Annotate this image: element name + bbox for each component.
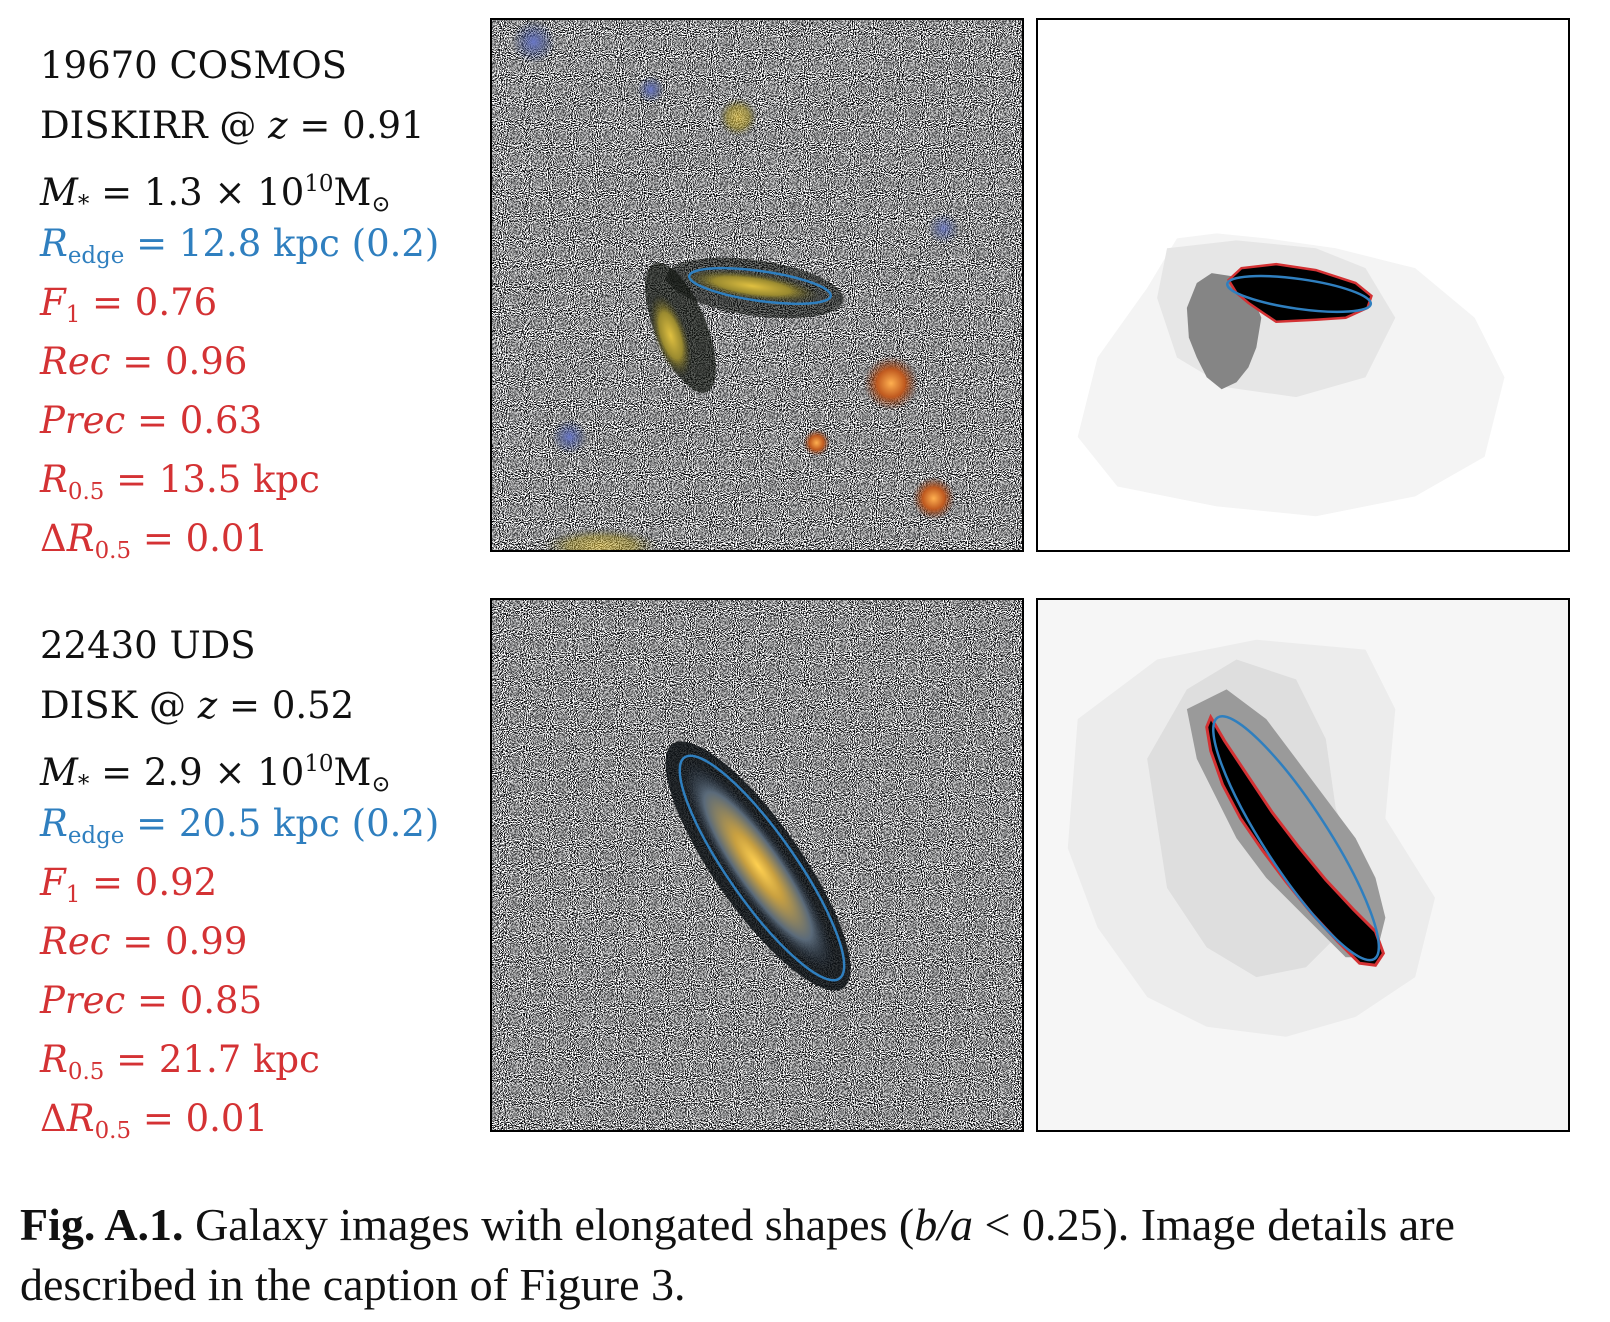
galaxy-image-1	[490, 18, 1024, 552]
galaxy-image-svg-2	[492, 600, 1022, 1130]
prec-symbol: Prec	[40, 399, 126, 442]
rec-value: = 0.99	[110, 920, 248, 963]
caption-ratio: b/a	[914, 1199, 974, 1250]
dr05-symbol: R	[66, 1097, 95, 1140]
galaxy-image-2	[490, 598, 1024, 1132]
dr05-symbol: R	[66, 517, 95, 560]
z-symbol: z	[197, 684, 218, 727]
prec-value: = 0.63	[125, 399, 263, 442]
mass-unit-sub: ⊙	[371, 191, 391, 218]
r05-symbol: R	[40, 458, 68, 501]
figure-row-1: 19670 COSMOS DISKIRR @ z = 0.91 M* = 1.3…	[0, 18, 1610, 578]
z-value: = 0.52	[217, 684, 355, 727]
prec-value: = 0.85	[125, 979, 263, 1022]
redge-value: = 20.5 kpc (0.2)	[124, 802, 440, 845]
redge-symbol: R	[40, 222, 68, 265]
redge-value: = 12.8 kpc (0.2)	[124, 222, 440, 265]
r05-sub: 0.5	[67, 478, 105, 505]
figure-caption: Fig. A.1. Galaxy images with elongated s…	[20, 1195, 1590, 1315]
segmentation-map-1	[1036, 18, 1570, 552]
rec-value: = 0.96	[110, 340, 248, 383]
f1-sub: 1	[65, 881, 81, 908]
mass-sub: *	[77, 191, 90, 218]
f1-score: F1 = 0.92	[40, 853, 490, 912]
galaxy-image-svg-1	[492, 20, 1022, 550]
galaxy-info-2: 22430 UDS DISK @ z = 0.52 M* = 2.9 × 101…	[40, 616, 490, 1148]
mass-unit-sub: ⊙	[371, 771, 391, 798]
dr05-value: = 0.01	[131, 517, 268, 560]
delta-symbol: Δ	[40, 517, 67, 560]
galaxy-id: 19670 COSMOS	[40, 44, 348, 87]
prec-symbol: Prec	[40, 979, 126, 1022]
predicted-contour-1	[1226, 262, 1373, 323]
type-label: DISKIRR @	[40, 104, 269, 147]
r05-value: = 21.7 kpc	[104, 1038, 320, 1081]
mass-exponent: 10	[304, 171, 334, 197]
f1-symbol: F	[40, 281, 66, 324]
r05-value: = 13.5 kpc	[104, 458, 320, 501]
r-half: R0.5 = 21.7 kpc	[40, 1030, 490, 1089]
z-value: = 0.91	[287, 104, 425, 147]
dr05-sub: 0.5	[94, 1117, 132, 1144]
caption-label: Fig. A.1.	[20, 1199, 184, 1250]
r-half: R0.5 = 13.5 kpc	[40, 450, 490, 509]
dr05-sub: 0.5	[94, 537, 132, 564]
dr05-value: = 0.01	[131, 1097, 268, 1140]
edge-ellipse-2	[678, 754, 846, 982]
redge-symbol: R	[40, 802, 68, 845]
stellar-mass: M* = 2.9 × 1010M⊙	[40, 735, 490, 798]
r-edge: Redge = 12.8 kpc (0.2)	[40, 214, 490, 273]
r-edge: Redge = 20.5 kpc (0.2)	[40, 794, 490, 853]
z-symbol: z	[268, 104, 288, 147]
caption-text-b: < 0.25). Image details are described in …	[20, 1199, 1455, 1310]
rec-symbol: Rec	[40, 340, 111, 383]
predicted-contour-2	[1205, 713, 1386, 967]
f1-value: = 0.92	[80, 861, 218, 904]
segmentation-svg-2	[1038, 600, 1568, 1130]
r05-sub: 0.5	[67, 1058, 105, 1085]
mass-sub: *	[77, 771, 90, 798]
redge-sub: edge	[67, 822, 125, 849]
galaxy-id: 22430 UDS	[40, 624, 256, 667]
galaxy-type-redshift: DISKIRR @ z = 0.91	[40, 96, 490, 155]
galaxy-info-1: 19670 COSMOS DISKIRR @ z = 0.91 M* = 1.3…	[40, 36, 490, 568]
edge-ellipse-1-map	[1226, 274, 1373, 314]
segmentation-svg-1	[1077, 233, 1505, 517]
f1-sub: 1	[65, 301, 81, 328]
recall: Rec = 0.96	[40, 332, 490, 391]
galaxy-type-redshift: DISK @ z = 0.52	[40, 676, 490, 735]
caption-text-a: Galaxy images with elongated shapes (	[183, 1199, 915, 1250]
f1-value: = 0.76	[80, 281, 218, 324]
mass-symbol: M	[40, 750, 78, 794]
redge-sub: edge	[67, 242, 125, 269]
edge-ellipse-1	[687, 266, 833, 306]
f1-symbol: F	[40, 861, 66, 904]
mass-value: = 1.3 × 10	[89, 170, 305, 214]
delta-r-half: ΔR0.5 = 0.01	[40, 1089, 490, 1148]
edge-ellipse-2-map	[1212, 715, 1381, 962]
delta-symbol: Δ	[40, 1097, 67, 1140]
mass-unit: M	[333, 750, 372, 794]
precision: Prec = 0.85	[40, 971, 490, 1030]
recall: Rec = 0.99	[40, 912, 490, 971]
segmentation-map-2	[1036, 598, 1570, 1132]
delta-r-half: ΔR0.5 = 0.01	[40, 509, 490, 568]
mass-exponent: 10	[304, 751, 334, 777]
type-label: DISK @	[40, 684, 198, 727]
f1-score: F1 = 0.76	[40, 273, 490, 332]
mass-value: = 2.9 × 10	[89, 750, 305, 794]
precision: Prec = 0.63	[40, 391, 490, 450]
r05-symbol: R	[40, 1038, 68, 1081]
figure-row-2: 22430 UDS DISK @ z = 0.52 M* = 2.9 × 101…	[0, 598, 1610, 1158]
rec-symbol: Rec	[40, 920, 111, 963]
stellar-mass: M* = 1.3 × 1010M⊙	[40, 155, 490, 218]
mass-symbol: M	[40, 170, 78, 214]
mass-unit: M	[333, 170, 372, 214]
